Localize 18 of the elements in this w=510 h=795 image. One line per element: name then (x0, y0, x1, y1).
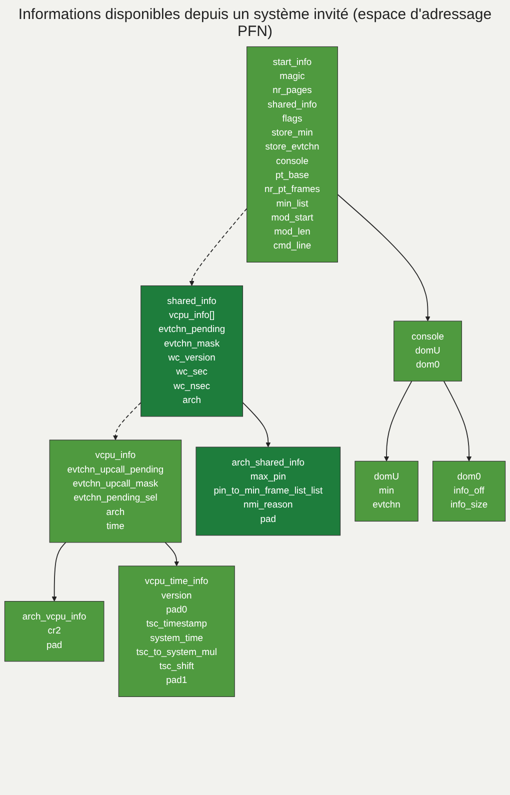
node-box: console domU dom0 (394, 320, 462, 382)
node-box: arch_vcpu_info cr2 pad (4, 601, 104, 662)
node-box: shared_info vcpu_info[] evtchn_pending evtchn_mask wc_version wc_sec wc_nsec arch (140, 285, 244, 417)
arrow (189, 208, 248, 286)
node-box: arch_shared_info max_pin pin_to_min_frame_list_list nmi_reason pad (196, 446, 341, 536)
arrow (52, 542, 66, 602)
node-box: start_info magic nr_pages shared_info flags store_min store_evtchn console pt_base nr_pt_frames min_list mod_start mod_len cmd_line (246, 46, 338, 262)
arrow (112, 402, 142, 440)
arrow (384, 380, 412, 462)
arrow (443, 380, 472, 462)
node-box: vcpu_time_info version pad0 tsc_timestamp system_time tsc_to_system_mul tsc_shift pad1 (118, 566, 235, 697)
arrow (164, 542, 180, 566)
node-box: vcpu_info evtchn_upcall_pending evtchn_upcall_mask evtchn_pending_sel arch time (49, 440, 182, 543)
arrow (337, 194, 430, 322)
caption: Informations disponibles depuis un système invité (espace d'adressage PFN) (17, 5, 493, 42)
arrow (242, 402, 271, 448)
node-box: dom0 info_off info_size (432, 460, 506, 522)
node-box: domU min evtchn (354, 460, 418, 522)
